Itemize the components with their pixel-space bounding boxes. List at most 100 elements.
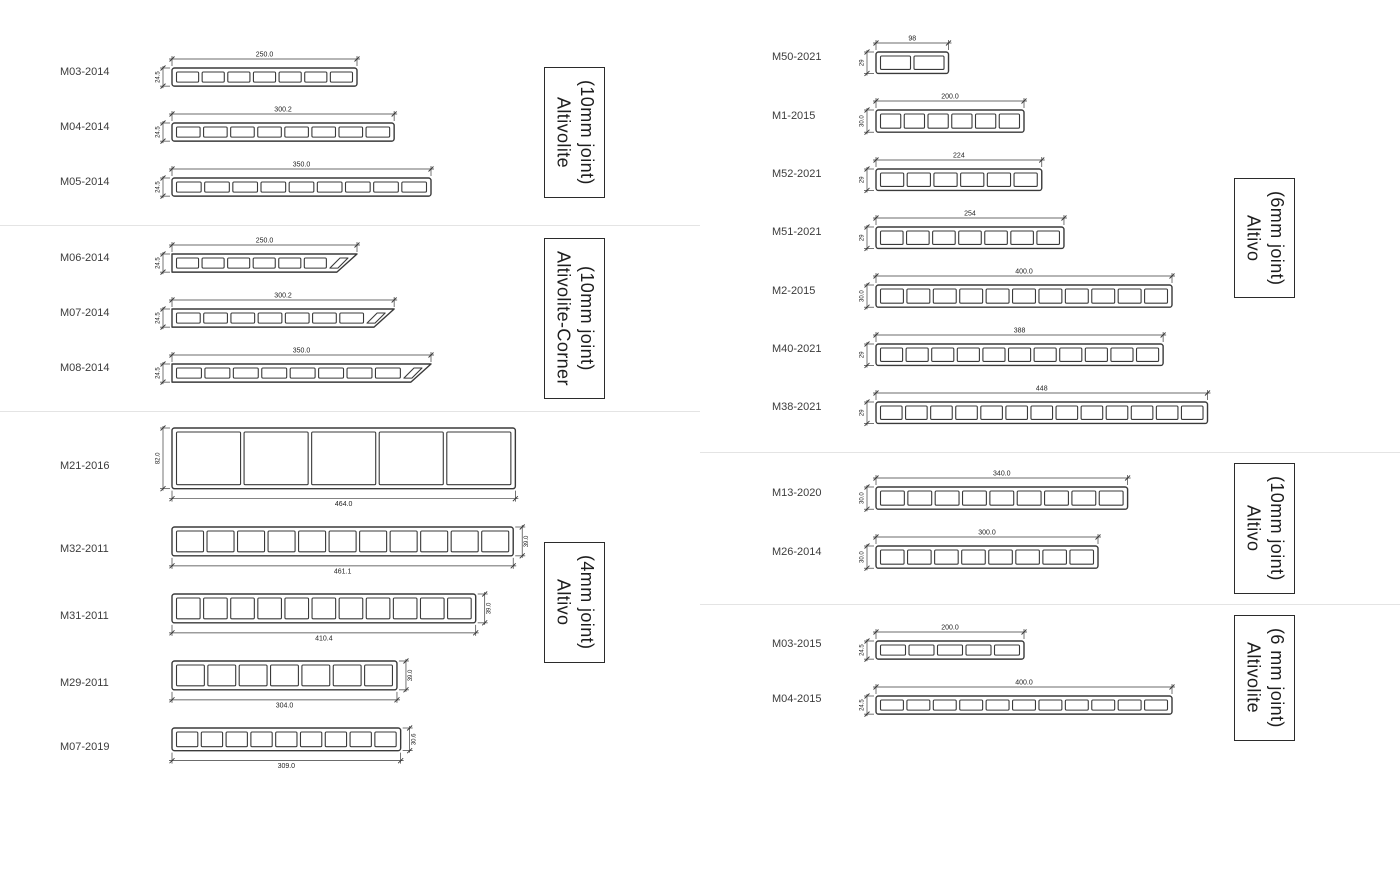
profile-cell [1036,230,1061,246]
profile-outline [171,177,432,197]
profile-cell [1180,405,1204,421]
profile-cell [332,664,362,687]
profile-outline-corner [171,253,358,273]
profile-name-label: M08-2014 [60,361,110,374]
dim-length-label: 300.2 [274,107,292,114]
profile-cell [230,597,255,620]
dim-tick [1021,628,1027,635]
dim-tick [397,757,404,764]
profile-cell [201,71,225,83]
profile-cell [1084,347,1108,363]
profile-cell [879,230,904,246]
vdim-tick [864,711,870,717]
dim-tick [394,697,400,703]
profile-cell [329,71,354,83]
profile-cell [175,530,205,553]
profile-cell [989,490,1015,507]
profile-outline-corner [171,308,395,328]
group-label-box: Altivolite(10mm joint) [544,67,605,198]
dim-height-label: 24.5 [156,71,162,83]
dim-height-label: 39.0 [487,602,493,614]
profile-cell [959,288,984,304]
vdim-tick [864,637,870,644]
dim-height-label: 39.0 [408,669,414,681]
profile-cell [304,71,328,83]
dim-length-label: 300.2 [274,293,292,300]
group-label-box: Altivo(4mm joint) [544,542,605,663]
profile-cell [906,699,931,711]
dim-height-label: 29 [860,351,866,358]
profile-outline [875,486,1129,511]
profile-cell [879,699,904,711]
profile-drawing: 400.024.5 [860,679,1175,717]
vdim-tick [406,747,413,754]
profile-cell [879,55,912,71]
profile-outline [875,51,950,75]
profile-cell [318,367,345,379]
group-label-line1: Altivo [553,579,574,626]
profile-cell [312,312,337,324]
group-label-line2: (4mm joint) [577,555,597,650]
profile-cell [958,230,982,246]
profile-cell [906,172,931,188]
vdim-tick [160,306,166,312]
profile-cell [905,405,928,421]
dim-tick [354,242,360,248]
profile-cell [1013,172,1038,188]
profile-name-label: M40-2021 [772,343,822,355]
profile-name-label: M38-2021 [772,401,822,413]
profile-outline [875,640,1025,660]
profile-cell [203,312,228,324]
profile-name-label: M32-2011 [60,542,109,555]
profile-name-label: M2-2015 [772,284,816,297]
profile-cell [446,431,512,486]
profile-cell [1059,347,1083,363]
group-label-box: Altivolite-Corner(10mm joint) [544,238,605,399]
profile-drawing: 200.024.5 [860,624,1027,662]
vdim-tick [160,251,166,257]
profile-name-label: M1-2015 [772,109,816,122]
profile-cell [450,530,479,553]
profile-cell [1117,288,1142,304]
profile-cell [905,347,929,363]
profile-cell [1110,347,1134,363]
vdim-tick [864,129,870,136]
profile-cell [278,257,302,269]
profile-drawing: 200.030.0 [860,94,1027,136]
profile-cell [203,597,228,620]
profile-cell [284,597,310,620]
vdim-tick [864,341,870,347]
dim-height-label: 24.5 [156,126,162,138]
group-label-line2: (6mm joint) [1267,190,1287,286]
profile-cell [374,367,401,379]
dim-length-label: 98 [908,36,916,43]
profile-cell [284,312,310,324]
profile-cell [260,181,287,193]
profile-cell [908,644,935,656]
profile-outline [875,695,1173,715]
vdim-tick [864,565,870,572]
vdim-tick [519,524,526,530]
vdim-tick [864,399,870,405]
profile-cell [232,367,259,379]
dim-tick [169,495,175,502]
dim-length-label: 464.0 [335,501,353,508]
profile-cell [201,257,225,269]
profile-name-label: M13-2020 [772,486,822,499]
group-label-line2: (10mm joint) [577,266,597,371]
profile-cell [961,490,987,507]
profile-cell [301,664,331,687]
dim-height-label: 24.5 [156,181,162,193]
profile-drawing: 400.030.0 [860,269,1175,311]
profile-cell [175,664,205,687]
